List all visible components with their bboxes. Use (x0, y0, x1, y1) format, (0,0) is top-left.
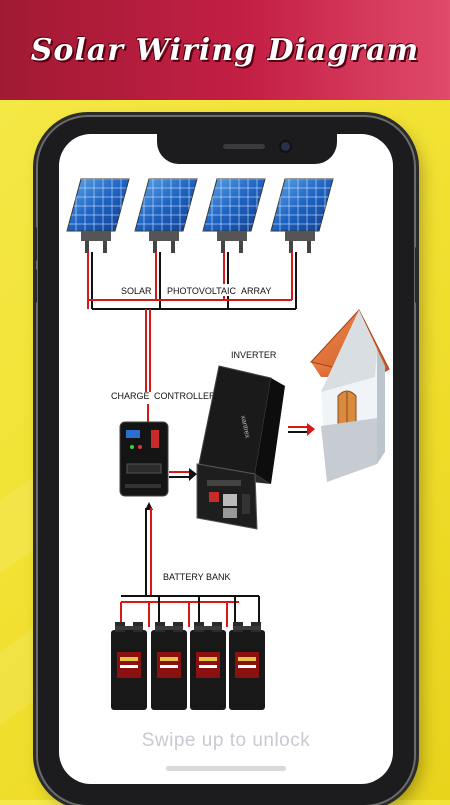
power-button (415, 247, 418, 303)
house (310, 309, 390, 482)
controller-label: CONTROLLER (154, 391, 216, 401)
phone-notch (157, 134, 337, 164)
title-banner: Solar Wiring Diagram (0, 0, 450, 100)
battery (151, 622, 187, 710)
battery-link-wire (145, 502, 153, 596)
solar-label: SOLAR (121, 286, 152, 296)
solar-panel (270, 178, 334, 253)
array-wiring (87, 252, 297, 392)
phone-frame: SOLAR PHOTOVOLTAIC ARRAY CHARGE CONTROLL… (34, 117, 418, 805)
solar-panel (202, 178, 266, 253)
phone-screen: SOLAR PHOTOVOLTAIC ARRAY CHARGE CONTROLL… (59, 134, 393, 784)
controller-inverter-wire (169, 468, 197, 481)
charge-label: CHARGE (111, 391, 150, 401)
volume-button (34, 227, 37, 261)
camera-icon (281, 142, 290, 151)
solar-panel (66, 178, 130, 253)
battery (229, 622, 265, 710)
battery-bank-label: BATTERY BANK (163, 572, 231, 582)
photovoltaic-label: PHOTOVOLTAIC (167, 286, 237, 296)
inverter-label: INVERTER (231, 350, 277, 360)
solar-panel (134, 178, 198, 253)
battery-bank-wiring (120, 595, 260, 627)
home-indicator[interactable] (166, 766, 286, 771)
battery (190, 622, 226, 710)
charge-controller (119, 421, 169, 497)
app-title: Solar Wiring Diagram (30, 32, 420, 68)
battery (111, 622, 147, 710)
array-label: ARRAY (241, 286, 271, 296)
inverter-house-wire (288, 423, 315, 436)
solar-wiring-diagram: SOLAR PHOTOVOLTAIC ARRAY CHARGE CONTROLL… (66, 178, 390, 710)
volume-button (34, 269, 37, 303)
swipe-up-hint[interactable]: Swipe up to unlock (141, 730, 311, 751)
inverter: xantrex (196, 365, 285, 530)
speaker-grille (223, 144, 265, 149)
svg-text:xantrex: xantrex (239, 415, 251, 439)
